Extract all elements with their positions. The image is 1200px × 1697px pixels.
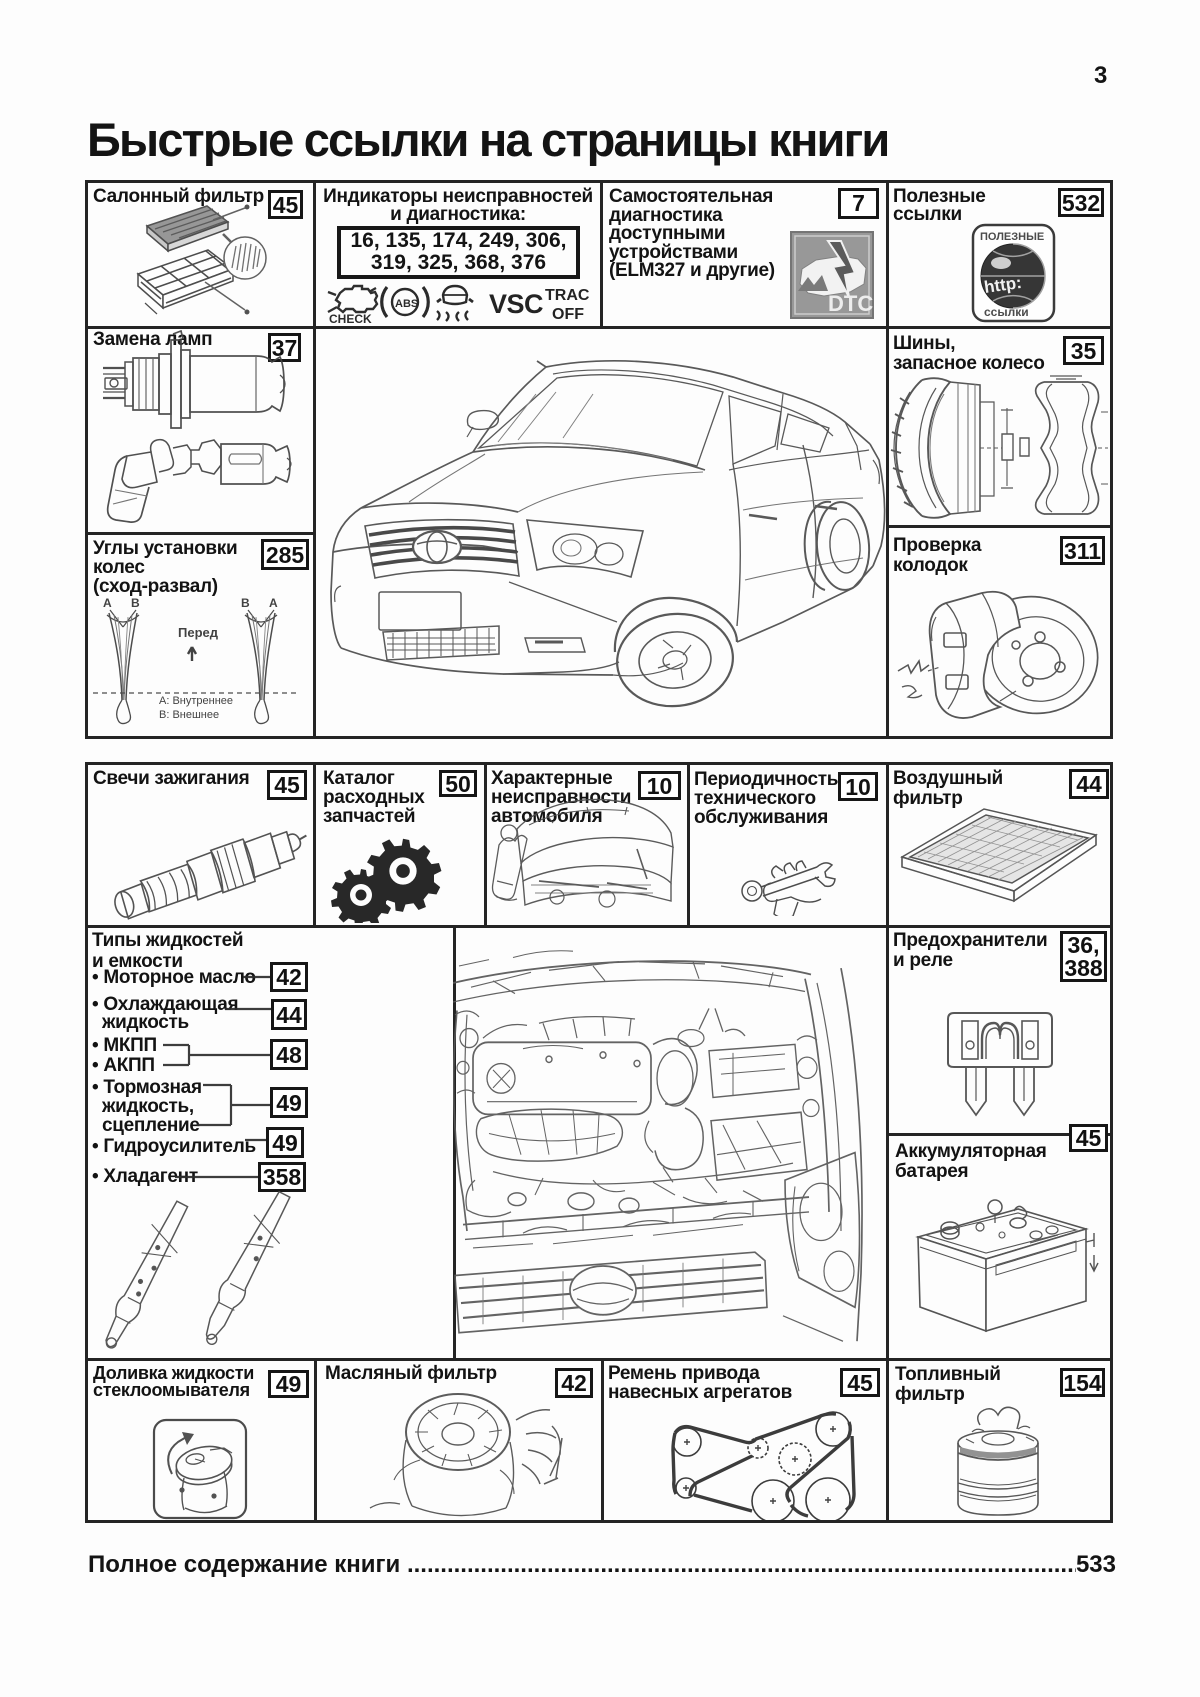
svg-text:ABS: ABS — [395, 298, 418, 310]
svg-text:A: A — [103, 596, 112, 610]
svg-text:CHECK: CHECK — [329, 312, 372, 325]
svg-text:А: Внутреннее: А: Внутреннее — [159, 695, 233, 707]
svg-text:TRAC: TRAC — [545, 287, 590, 304]
svg-text:В: Внешнее: В: Внешнее — [159, 709, 219, 721]
svg-text:ссылки: ссылки — [984, 305, 1029, 319]
svg-text:Перед: Перед — [178, 625, 219, 640]
svg-text:ПОЛЕЗНЫЕ: ПОЛЕЗНЫЕ — [980, 231, 1044, 243]
svg-text:A: A — [269, 596, 278, 610]
svg-text:B: B — [241, 596, 250, 610]
svg-text:B: B — [131, 596, 140, 610]
svg-text:DTC: DTC — [828, 291, 873, 316]
svg-text:OFF: OFF — [552, 306, 584, 323]
svg-text:VSC: VSC — [489, 289, 543, 319]
